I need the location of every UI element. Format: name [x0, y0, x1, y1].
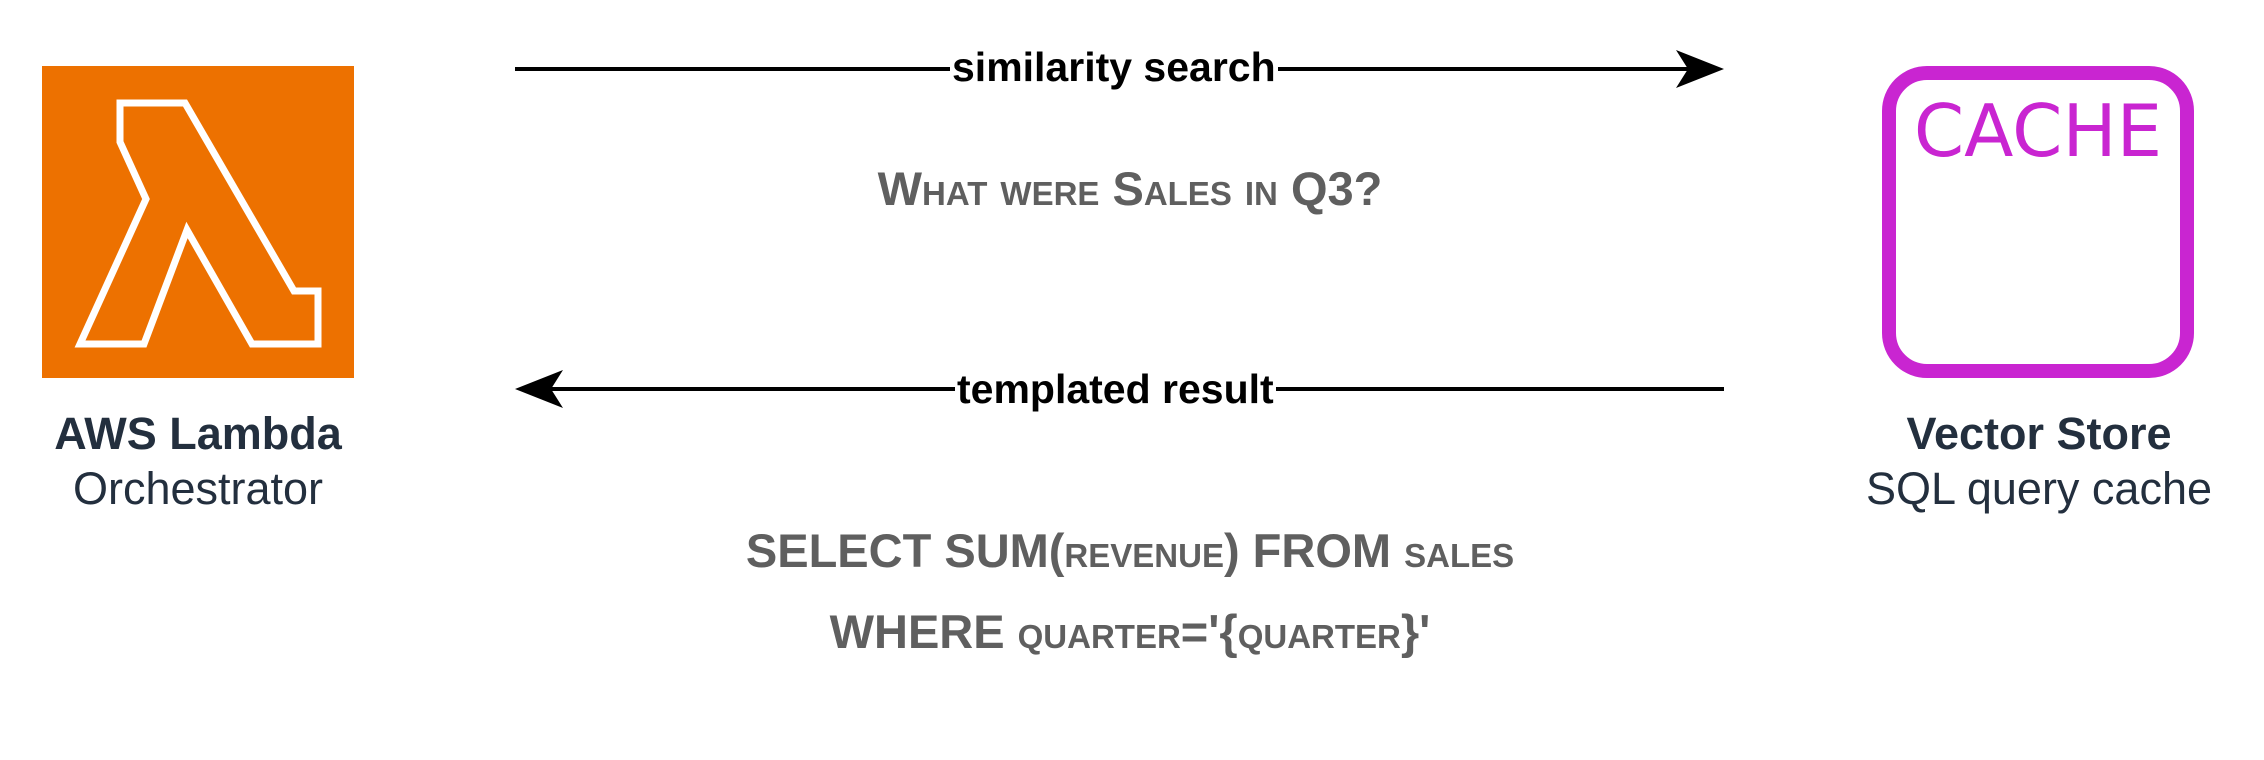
templated-result-arrowhead [515, 370, 563, 408]
sql-line-1: SELECT SUM(revenue) FROM sales [745, 524, 1515, 577]
vector-store-title: Vector Store [1906, 408, 2172, 459]
cache-icon-text: CACHE [1914, 89, 2162, 173]
sql-line-2: WHERE quarter='{quarter}' [829, 605, 1431, 658]
lambda-subtitle: Orchestrator [72, 463, 324, 514]
vector-store-subtitle: SQL query cache [1865, 463, 2213, 514]
cache-icon: CACHE [1882, 66, 2194, 378]
similarity-search-arrowhead [1676, 50, 1724, 88]
aws-lambda-icon [42, 66, 354, 378]
templated-result-label: templated result [955, 366, 1276, 412]
lambda-title: AWS Lambda [54, 408, 342, 459]
similarity-search-label: similarity search [950, 44, 1278, 90]
question-note: What were Sales in Q3? [877, 162, 1383, 215]
